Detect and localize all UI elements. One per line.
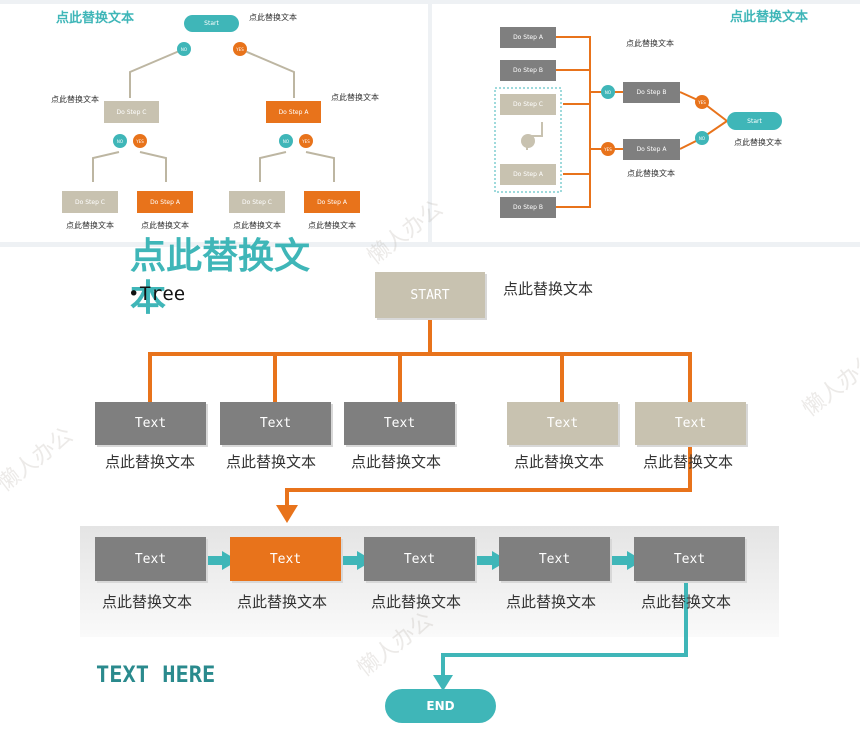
thumb-right-mini-badge — [521, 134, 535, 148]
thumb-left-yes-badge: YES — [233, 42, 247, 56]
thumb-left-yes-badge-2: YES — [133, 134, 147, 148]
thumb-left-bottom-step-4[interactable]: Do Step A — [304, 191, 360, 213]
main-bullet: •Tree — [128, 283, 186, 305]
row2-caption-4: 点此替换文本 — [506, 593, 597, 611]
thumb-left-start[interactable]: Start — [184, 15, 239, 32]
thumb-left-bottom-caption-2: 点此替换文本 — [141, 221, 189, 230]
thumb-left-yes-badge-3: YES — [299, 134, 313, 148]
row2-caption-3: 点此替换文本 — [371, 593, 462, 611]
row1-caption-5: 点此替换文本 — [643, 453, 734, 471]
row2-box-3[interactable]: Text — [364, 537, 475, 581]
thumb-right-mid-step-a[interactable]: Do Step A — [623, 139, 680, 160]
thumb-right-start[interactable]: Start — [727, 112, 782, 130]
row1-caption-3: 点此替换文本 — [351, 453, 442, 471]
thumb-right-step-2[interactable]: Do Step B — [500, 60, 556, 81]
thumb-left-step-c[interactable]: Do Step C — [104, 101, 159, 123]
thumb-left-start-caption: 点此替换文本 — [249, 13, 297, 22]
row1-box-4[interactable]: Text — [507, 402, 618, 445]
thumb-right-title: 点此替换文本 — [730, 10, 809, 25]
row2-box-2[interactable]: Text — [230, 537, 341, 581]
thumb-left-bottom-caption-3: 点此替换文本 — [233, 221, 281, 230]
thumb-right-step-1[interactable]: Do Step A — [500, 27, 556, 48]
row1-box-1[interactable]: Text — [95, 402, 206, 445]
thumb-right-start-caption: 点此替换文本 — [734, 138, 782, 147]
thumb-right-mid-caption: 点此替换文本 — [627, 169, 675, 178]
thumb-left-connectors — [92, 48, 335, 182]
start-box[interactable]: START — [375, 272, 485, 318]
thumb-left-no-badge: NO — [177, 42, 191, 56]
thumb-left-left-caption: 点此替换文本 — [51, 95, 99, 104]
thumbnail-left[interactable]: 点此替换文本 Start 点此替换文本 NO YES 点此替换文本 点此替换文本… — [0, 4, 428, 242]
thumb-right-top-caption: 点此替换文本 — [626, 39, 674, 48]
row2-box-1[interactable]: Text — [95, 537, 206, 581]
row2-caption-2: 点此替换文本 — [237, 593, 328, 611]
thumb-left-no-badge-2: NO — [113, 134, 127, 148]
row1-caption-4: 点此替换文本 — [514, 453, 605, 471]
thumb-right-step-3[interactable]: Do Step C — [500, 94, 556, 115]
row2-box-4[interactable]: Text — [499, 537, 610, 581]
thumb-left-step-a[interactable]: Do Step A — [266, 101, 321, 123]
end-button[interactable]: END — [385, 689, 496, 723]
thumbnail-right[interactable]: 点此替换文本 Do Step A Do Step B Do Step C Do … — [432, 4, 860, 242]
thumb-right-yes-badge: YES — [601, 142, 615, 156]
main-connectors — [148, 318, 692, 691]
thumb-left-bottom-step-1[interactable]: Do Step C — [62, 191, 118, 213]
thumb-left-bottom-caption-1: 点此替换文本 — [66, 221, 114, 230]
thumb-left-bottom-caption-4: 点此替换文本 — [308, 221, 356, 230]
thumb-right-no-badge-2: NO — [695, 131, 709, 145]
row2-box-5[interactable]: Text — [634, 537, 745, 581]
thumb-left-title: 点此替换文本 — [56, 11, 135, 26]
row1-caption-2: 点此替换文本 — [226, 453, 317, 471]
row1-box-3[interactable]: Text — [344, 402, 455, 445]
thumb-right-no-badge: NO — [601, 85, 615, 99]
thumb-left-no-badge-3: NO — [279, 134, 293, 148]
row1-caption-1: 点此替换文本 — [105, 453, 196, 471]
main-title: 点此替换文 — [130, 236, 311, 277]
row2-caption-5: 点此替换文本 — [641, 593, 732, 611]
row2-caption-1: 点此替换文本 — [102, 593, 193, 611]
thumb-left-bottom-step-3[interactable]: Do Step C — [229, 191, 285, 213]
thumb-right-mid-step-b[interactable]: Do Step B — [623, 82, 680, 103]
row1-box-5[interactable]: Text — [635, 402, 746, 445]
thumb-left-right-caption: 点此替换文本 — [331, 93, 379, 102]
thumb-right-yes-badge-2: YES — [695, 95, 709, 109]
thumb-left-bottom-step-2[interactable]: Do Step A — [137, 191, 193, 213]
main-slide: 懒人办公 懒人办公 懒人办公 懒人办公 点此替换文 本 •Tree START … — [0, 196, 860, 733]
thumb-right-step-5[interactable]: Do Step B — [500, 197, 556, 218]
thumb-right-step-4[interactable]: Do Step A — [500, 164, 556, 185]
row1-box-2[interactable]: Text — [220, 402, 331, 445]
start-caption: 点此替换文本 — [503, 280, 594, 298]
main-title-continued: 本 — [130, 278, 167, 319]
text-here-label: TEXT HERE — [96, 663, 216, 688]
